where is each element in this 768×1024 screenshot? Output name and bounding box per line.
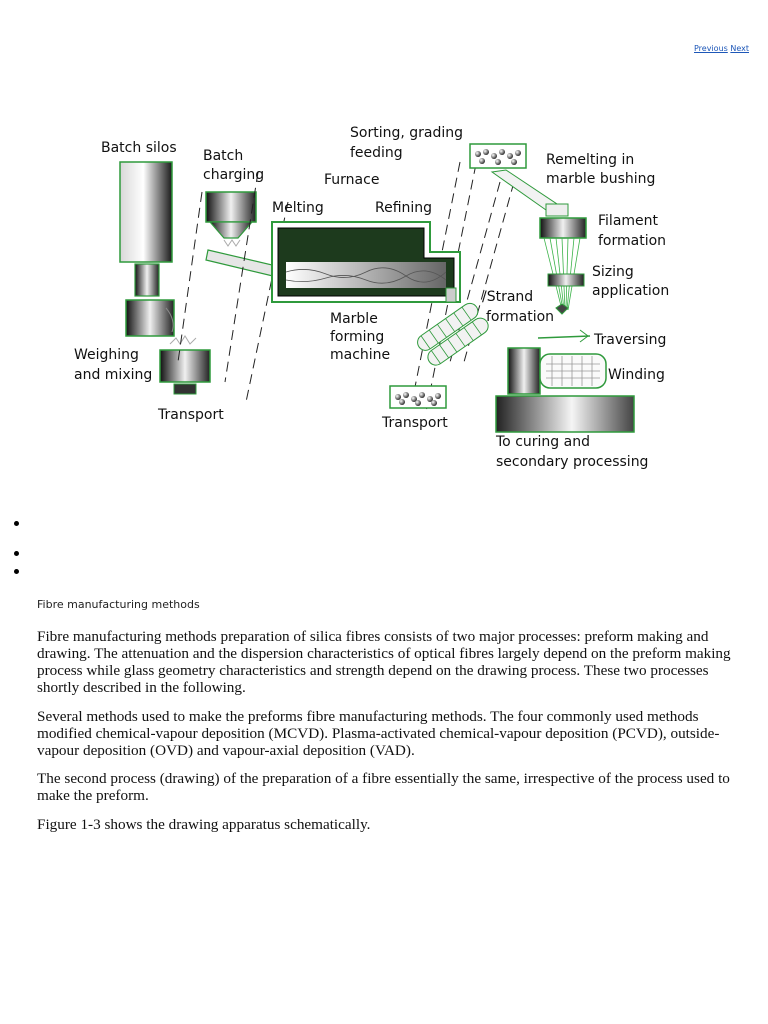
- winder: [495, 347, 635, 433]
- top-navigation: Previous Next: [694, 44, 749, 53]
- label-sizing-2: application: [592, 283, 669, 299]
- label-batch-charging-1: Batch: [203, 148, 243, 164]
- paragraph-2: Several methods used to make the preform…: [37, 708, 720, 759]
- furnace: [271, 221, 461, 303]
- label-traversing: Traversing: [593, 332, 666, 348]
- label-furnace: Furnace: [324, 172, 379, 188]
- marble-forming-machine: [417, 302, 489, 366]
- sorting-feeder: [469, 143, 569, 217]
- label-filament-2: formation: [598, 233, 666, 249]
- label-marble-3: machine: [330, 347, 390, 363]
- label-marble-2: forming: [330, 329, 384, 345]
- previous-link[interactable]: Previous: [694, 44, 728, 53]
- label-strand-2: formation: [486, 309, 554, 325]
- label-transport-left: Transport: [157, 407, 224, 423]
- label-batch-silos: Batch silos: [101, 140, 177, 156]
- weighing-mixer: [159, 335, 211, 395]
- label-transport-mid: Transport: [381, 415, 448, 431]
- paragraph-1: Fibre manufacturing methods preparation …: [37, 628, 731, 696]
- process-diagram: Batch silos Batch charging Sorting, grad…: [60, 112, 680, 482]
- label-weighing-1: Weighing: [74, 347, 139, 363]
- marble-bushing: [537, 217, 591, 343]
- label-filament-1: Filament: [598, 213, 659, 229]
- label-curing-1: To curing and: [495, 434, 590, 450]
- label-winding: Winding: [608, 367, 665, 383]
- next-link[interactable]: Next: [730, 44, 749, 53]
- label-refining: Refining: [375, 200, 432, 216]
- batch-silo: [119, 161, 175, 337]
- marble-transport-tray: [389, 385, 447, 409]
- label-sorting-1: Sorting, grading: [350, 125, 463, 141]
- label-strand-1: /Strand: [482, 289, 533, 305]
- label-weighing-2: and mixing: [74, 367, 152, 383]
- label-melting: Melting: [272, 200, 324, 216]
- paragraph-4: Figure 1-3 shows the drawing apparatus s…: [37, 816, 371, 833]
- bullet-point: [14, 551, 19, 556]
- bullet-point: [14, 569, 19, 574]
- bullet-point: [14, 521, 19, 526]
- label-sorting-2: feeding: [350, 145, 403, 161]
- label-batch-charging-2: charging: [203, 167, 264, 183]
- label-remelting-1: Remelting in: [546, 152, 634, 168]
- label-remelting-2: marble bushing: [546, 171, 655, 187]
- label-marble-1: Marble: [330, 311, 378, 327]
- paragraph-3: The second process (drawing) of the prep…: [37, 770, 730, 804]
- label-curing-2: secondary processing: [496, 454, 648, 470]
- label-sizing-1: Sizing: [592, 264, 634, 280]
- figure-caption: Fibre manufacturing methods: [37, 598, 200, 611]
